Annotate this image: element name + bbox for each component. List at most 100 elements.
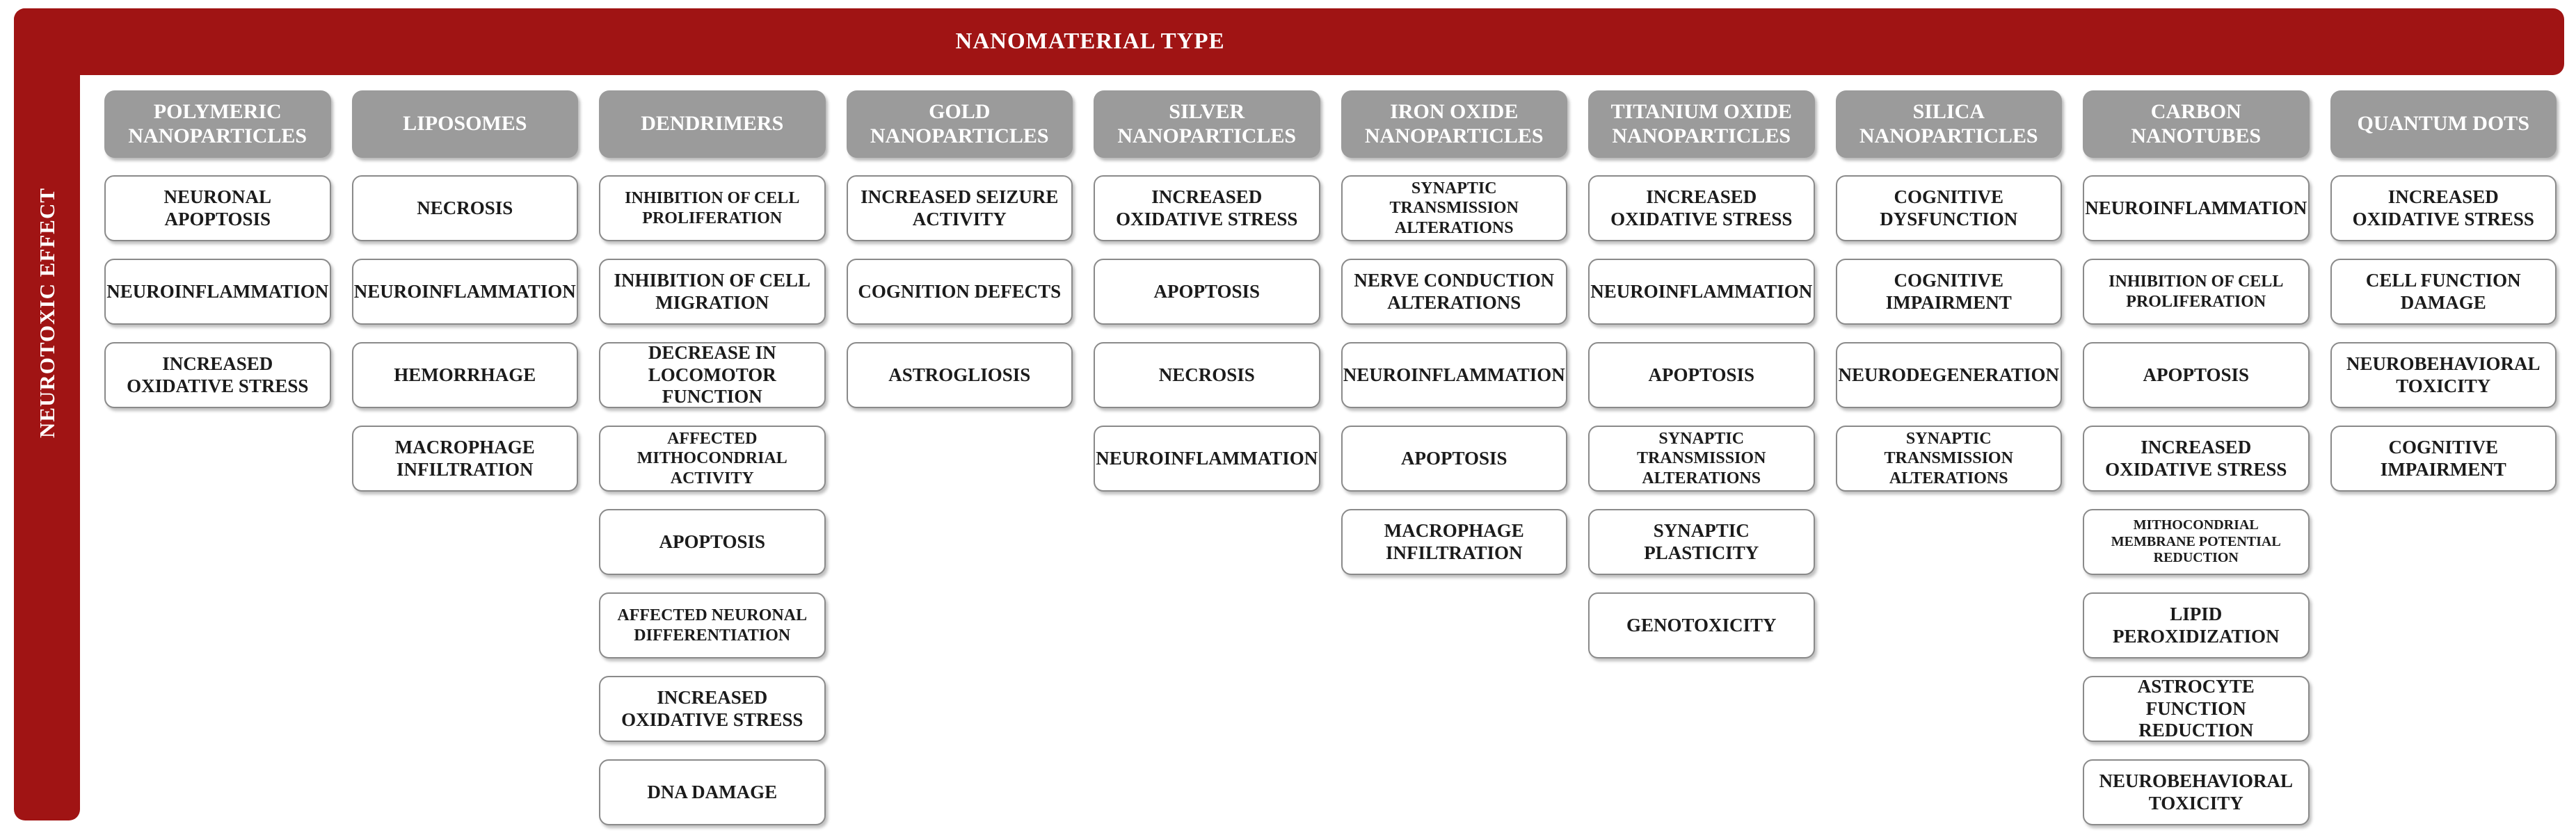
effect-label: NEUROBEHAVIORAL TOXICITY bbox=[2346, 353, 2541, 396]
effect-label: NEUROINFLAMMATION bbox=[1590, 280, 1813, 302]
effect-label: NEUROBEHAVIORAL TOXICITY bbox=[2099, 770, 2294, 814]
effect-box: NEUROINFLAMMATION bbox=[104, 259, 331, 325]
nanomaterial-column: DENDRIMERS INHIBITION OF CELL PROLIFERAT… bbox=[599, 90, 826, 825]
effect-box: NEUROINFLAMMATION bbox=[1341, 342, 1567, 408]
effect-label: SYNAPTIC PLASTICITY bbox=[1644, 519, 1759, 563]
effect-box: INHIBITION OF CELL PROLIFERATION bbox=[2083, 259, 2310, 325]
effect-box: NERVE CONDUCTION ALTERATIONS bbox=[1341, 259, 1567, 325]
effect-list: INHIBITION OF CELL PROLIFERATION INHIBITI… bbox=[599, 175, 826, 825]
effect-box: APOPTOSIS bbox=[2083, 342, 2310, 408]
column-header: GOLD NANOPARTICLES bbox=[846, 90, 1073, 158]
effect-label: ASTROGLIOSIS bbox=[888, 364, 1031, 385]
effect-label: MACROPHAGE INFILTRATION bbox=[1384, 519, 1524, 563]
nanomaterial-column: LIPOSOMES NECROSIS NEUROINFLAMMATION HEMOR… bbox=[351, 90, 578, 492]
effect-label: NERVE CONDUCTION ALTERATIONS bbox=[1354, 269, 1555, 313]
nanomaterial-type-header-bar: NANOMATERIAL TYPE bbox=[14, 8, 2564, 75]
effect-label: COGNITIVE IMPAIRMENT bbox=[2380, 436, 2506, 480]
column-header: LIPOSOMES bbox=[351, 90, 578, 158]
effect-box: NEUROINFLAMMATION bbox=[1588, 259, 1815, 325]
column-header: QUANTUM DOTS bbox=[2330, 90, 2557, 158]
nanomaterial-column: POLYMERIC NANOPARTICLES NEURONAL APOPTOS… bbox=[104, 90, 331, 408]
effect-label: COGNITION DEFECTS bbox=[858, 280, 1062, 302]
effect-label: NEUROINFLAMMATION bbox=[1096, 447, 1318, 469]
effect-label: APOPTOSIS bbox=[1400, 447, 1507, 469]
columns-area: POLYMERIC NANOPARTICLES NEURONAL APOPTOS… bbox=[104, 90, 2557, 825]
effect-label: NEUROINFLAMMATION bbox=[106, 280, 329, 302]
effect-label: INHIBITION OF CELL MIGRATION bbox=[614, 269, 811, 313]
side-bar-label: NEUROTOXIC EFFECT bbox=[34, 187, 59, 439]
effect-box: GENOTOXICITY bbox=[1588, 592, 1815, 658]
column-header-label: LIPOSOMES bbox=[403, 112, 527, 136]
nanomaterial-column: TITANIUM OXIDE NANOPARTICLES INCREASED O… bbox=[1588, 90, 1815, 658]
effect-label: DECREASE IN LOCOMOTOR FUNCTION bbox=[648, 341, 776, 407]
effect-label: COGNITIVE IMPAIRMENT bbox=[1885, 269, 2012, 313]
effect-list: INCREASED OXIDATIVE STRESS CELL FUNCTION … bbox=[2330, 175, 2557, 492]
column-header-label: CARBON NANOTUBES bbox=[2131, 100, 2262, 147]
effect-box: INHIBITION OF CELL MIGRATION bbox=[599, 259, 826, 325]
effect-box: NEUROBEHAVIORAL TOXICITY bbox=[2083, 759, 2310, 825]
neurotoxic-effect-side-bar: NEUROTOXIC EFFECT bbox=[14, 8, 80, 820]
nanomaterial-column: QUANTUM DOTS INCREASED OXIDATIVE STRESS C… bbox=[2330, 90, 2557, 492]
effect-label: INCREASED OXIDATIVE STRESS bbox=[621, 686, 803, 730]
column-header-label: SILVER NANOPARTICLES bbox=[1117, 100, 1297, 147]
effect-label: INCREASED SEIZURE ACTIVITY bbox=[861, 186, 1059, 229]
effect-box: NEUROINFLAMMATION bbox=[2083, 175, 2310, 241]
effect-box: SYNAPTIC TRANSMISSION ALTERATIONS bbox=[1835, 426, 2062, 492]
effect-box: DNA DAMAGE bbox=[599, 759, 826, 825]
effect-box: CELL FUNCTION DAMAGE bbox=[2330, 259, 2557, 325]
effect-label: NECROSIS bbox=[1158, 364, 1255, 385]
effect-box: MACROPHAGE INFILTRATION bbox=[351, 426, 578, 492]
effect-list: SYNAPTIC TRANSMISSION ALTERATIONS NERVE C… bbox=[1341, 175, 1567, 575]
column-header: TITANIUM OXIDE NANOPARTICLES bbox=[1588, 90, 1815, 158]
effect-label: AFFECTED NEURONAL DIFFERENTIATION bbox=[617, 606, 808, 645]
effect-label: SYNAPTIC TRANSMISSION ALTERATIONS bbox=[1389, 179, 1519, 237]
effect-list: NEURONAL APOPTOSIS NEUROINFLAMMATION INCRE… bbox=[104, 175, 331, 408]
effect-box: NEURODEGENERATION bbox=[1835, 342, 2062, 408]
effect-box: INHIBITION OF CELL PROLIFERATION bbox=[599, 175, 826, 241]
effect-label: NECROSIS bbox=[417, 197, 513, 218]
effect-box: MITHOCONDRIAL MEMBRANE POTENTIAL REDUCTI… bbox=[2083, 509, 2310, 575]
column-header-label: POLYMERIC NANOPARTICLES bbox=[128, 100, 307, 147]
column-header-label: SILICA NANOPARTICLES bbox=[1859, 100, 2038, 147]
effect-box: SYNAPTIC TRANSMISSION ALTERATIONS bbox=[1588, 426, 1815, 492]
effect-label: NEURONAL APOPTOSIS bbox=[163, 186, 271, 229]
column-header: IRON OXIDE NANOPARTICLES bbox=[1341, 90, 1567, 158]
effect-box: SYNAPTIC TRANSMISSION ALTERATIONS bbox=[1341, 175, 1567, 241]
effect-list: NEUROINFLAMMATION INHIBITION OF CELL PROL… bbox=[2083, 175, 2310, 825]
effect-box: INCREASED OXIDATIVE STRESS bbox=[104, 342, 331, 408]
effect-box: SYNAPTIC PLASTICITY bbox=[1588, 509, 1815, 575]
effect-label: NEURODEGENERATION bbox=[1838, 364, 2060, 385]
effect-box: INCREASED OXIDATIVE STRESS bbox=[1094, 175, 1320, 241]
effect-label: DNA DAMAGE bbox=[647, 781, 778, 802]
effect-label: MITHOCONDRIAL MEMBRANE POTENTIAL REDUCTI… bbox=[2111, 517, 2281, 566]
effect-label: CELL FUNCTION DAMAGE bbox=[2365, 269, 2521, 313]
nanomaterial-column: SILVER NANOPARTICLES INCREASED OXIDATIVE… bbox=[1094, 90, 1320, 492]
effect-label: AFFECTED MITHOCONDRIAL ACTIVITY bbox=[637, 430, 787, 487]
effect-box: MACROPHAGE INFILTRATION bbox=[1341, 509, 1567, 575]
effect-box: NECROSIS bbox=[351, 175, 578, 241]
effect-label: NEUROINFLAMMATION bbox=[353, 280, 576, 302]
effect-list: INCREASED OXIDATIVE STRESS NEUROINFLAMMAT… bbox=[1588, 175, 1815, 658]
column-header-label: QUANTUM DOTS bbox=[2357, 112, 2529, 136]
effect-label: INCREASED OXIDATIVE STRESS bbox=[2352, 186, 2534, 229]
effect-list: NECROSIS NEUROINFLAMMATION HEMORRHAGE MACRO… bbox=[351, 175, 578, 492]
effect-box: COGNITIVE IMPAIRMENT bbox=[2330, 426, 2557, 492]
effect-label: COGNITIVE DYSFUNCTION bbox=[1880, 186, 2018, 229]
column-header-label: GOLD NANOPARTICLES bbox=[870, 100, 1049, 147]
effect-box: ASTROCYTE FUNCTION REDUCTION bbox=[2083, 676, 2310, 742]
effect-label: NEUROINFLAMMATION bbox=[1343, 364, 1565, 385]
effect-list: INCREASED OXIDATIVE STRESS APOPTOSIS NECRO… bbox=[1094, 175, 1320, 492]
effect-label: INCREASED OXIDATIVE STRESS bbox=[1610, 186, 1793, 229]
nanomaterial-column: IRON OXIDE NANOPARTICLES SYNAPTIC TRANSM… bbox=[1341, 90, 1567, 575]
nanomaterial-column: SILICA NANOPARTICLES COGNITIVE DYSFUNCTI… bbox=[1835, 90, 2062, 492]
effect-box: NECROSIS bbox=[1094, 342, 1320, 408]
effect-label: SYNAPTIC TRANSMISSION ALTERATIONS bbox=[1884, 430, 2013, 487]
effect-box: LIPID PEROXIDIZATION bbox=[2083, 592, 2310, 658]
effect-box: INCREASED OXIDATIVE STRESS bbox=[2083, 426, 2310, 492]
effect-label: HEMORRHAGE bbox=[394, 364, 536, 385]
column-header-label: IRON OXIDE NANOPARTICLES bbox=[1364, 100, 1544, 147]
effect-label: APOPTOSIS bbox=[1153, 280, 1261, 302]
effect-label: APOPTOSIS bbox=[1648, 364, 1755, 385]
effect-label: LIPID PEROXIDIZATION bbox=[2112, 603, 2280, 647]
